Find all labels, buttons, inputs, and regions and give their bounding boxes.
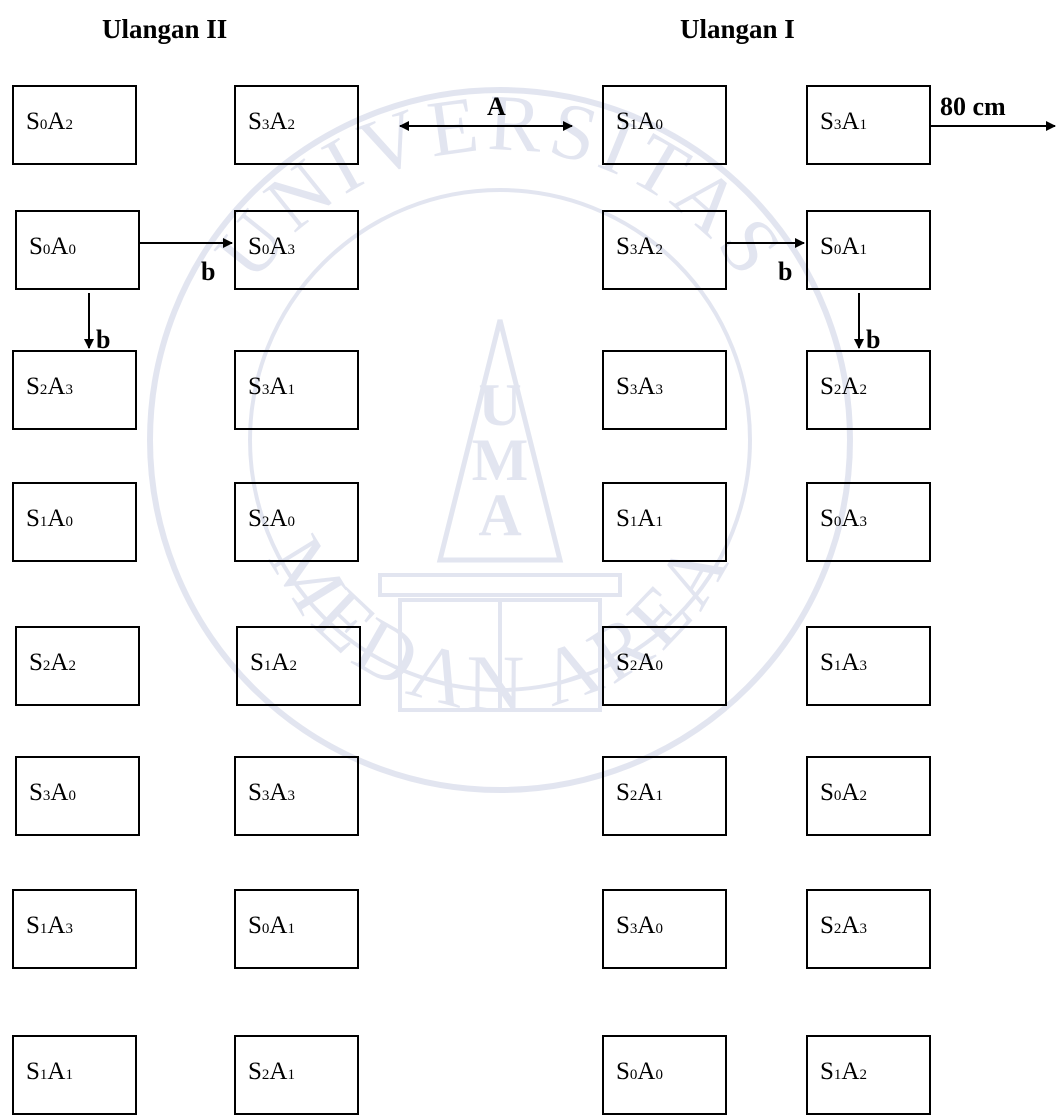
plot-ulangan-2-c1-r5: S2A2	[15, 626, 140, 706]
label-b-right-1: b	[201, 257, 216, 286]
plot-ulangan-2-c1-r2: S0A0	[15, 210, 140, 290]
plot-ulangan-1-c1-r5: S2A0	[602, 626, 727, 706]
plot-ulangan-2-c1-r1: S0A2	[12, 85, 137, 165]
plot-ulangan-2-c2-r7: S0A1	[234, 889, 359, 969]
plot-ulangan-1-c2-r5: S1A3	[806, 626, 931, 706]
plot-ulangan-1-c1-r4: S1A1	[602, 482, 727, 562]
plot-ulangan-1-c2-r3: S2A2	[806, 350, 931, 430]
plot-ulangan-1-c2-r1: S3A1	[806, 85, 931, 165]
plot-ulangan-2-c1-r7: S1A3	[12, 889, 137, 969]
plot-ulangan-2-c1-r3: S2A3	[12, 350, 137, 430]
plot-ulangan-1-c1-r3: S3A3	[602, 350, 727, 430]
plot-ulangan-2-c2-r2: S0A3	[234, 210, 359, 290]
plot-ulangan-2-c2-r3: S3A1	[234, 350, 359, 430]
plot-ulangan-2-c2-r4: S2A0	[234, 482, 359, 562]
plot-ulangan-1-c1-r7: S3A0	[602, 889, 727, 969]
label-a: A	[487, 92, 506, 121]
watermark-initial-a: A	[478, 482, 521, 548]
label-b-down-2: b	[866, 325, 881, 354]
plot-ulangan-2-c1-r4: S1A0	[12, 482, 137, 562]
plot-ulangan-2-c2-r6: S3A3	[234, 756, 359, 836]
heading-ulangan-ii: Ulangan II	[102, 14, 228, 44]
label-80cm: 80 cm	[940, 92, 1006, 121]
plot-ulangan-2-c2-r1: S3A2	[234, 85, 359, 165]
plot-ulangan-2-c2-r5: S1A2	[236, 626, 361, 706]
plot-ulangan-1-c1-r1: S1A0	[602, 85, 727, 165]
plot-ulangan-2-c2-r8: S2A1	[234, 1035, 359, 1115]
heading-ulangan-i: Ulangan I	[680, 14, 795, 44]
plot-ulangan-1-c1-r6: S2A1	[602, 756, 727, 836]
plot-ulangan-1-c2-r8: S1A2	[806, 1035, 931, 1115]
plot-ulangan-1-c2-r2: S0A1	[806, 210, 931, 290]
plot-ulangan-1-c1-r2: S3A2	[602, 210, 727, 290]
university-seal-watermark: UNIVERSITAS MEDAN AREA U M A	[147, 80, 853, 793]
label-b-down-1: b	[96, 325, 111, 354]
plot-ulangan-2-c1-r8: S1A1	[12, 1035, 137, 1115]
plot-ulangan-1-c2-r7: S2A3	[806, 889, 931, 969]
plot-ulangan-1-c2-r4: S0A3	[806, 482, 931, 562]
watermark-initial-m: M	[472, 427, 529, 493]
plot-ulangan-2-c1-r6: S3A0	[15, 756, 140, 836]
plot-ulangan-1-c1-r8: S0A0	[602, 1035, 727, 1115]
plot-ulangan-1-c2-r6: S0A2	[806, 756, 931, 836]
watermark-initial-u: U	[478, 372, 521, 438]
label-b-right-2: b	[778, 257, 793, 286]
